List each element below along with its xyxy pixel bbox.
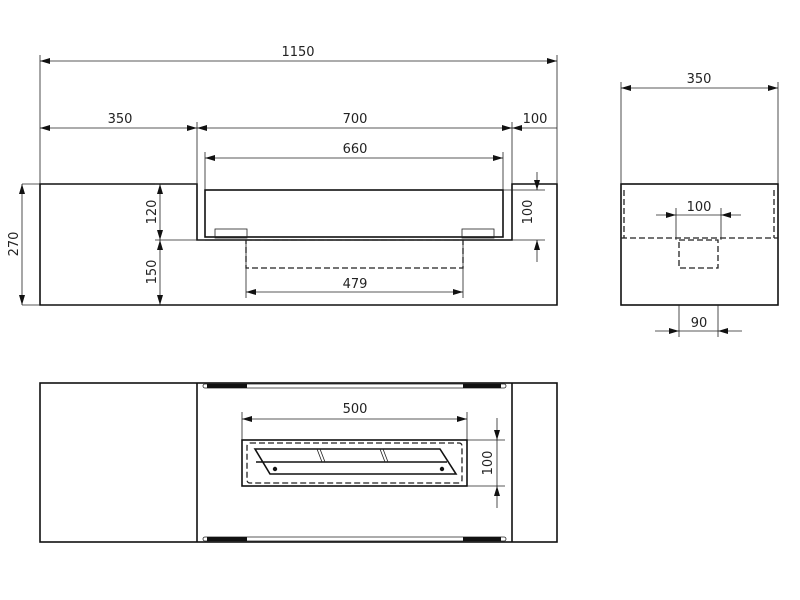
dim-120: 120 — [145, 200, 160, 225]
top-outline — [39, 382, 558, 543]
burner-screw-left — [272, 466, 278, 472]
dim-500: 500 — [343, 402, 368, 417]
top-extension-lines — [241, 412, 505, 487]
burner-hidden — [245, 239, 464, 269]
dim-1150: 1150 — [281, 45, 314, 60]
dim-100-right: 100 — [521, 200, 536, 225]
block-divisions — [196, 383, 513, 542]
rail-bottom — [202, 536, 507, 542]
burner-hidden-top — [246, 442, 463, 484]
dim-90: 90 — [691, 316, 708, 331]
dim-150: 150 — [145, 260, 160, 285]
tray — [204, 189, 504, 238]
rail-top — [202, 383, 507, 389]
dim-100-side: 100 — [687, 200, 712, 215]
front-view: 1150 350 700 100 660 120 150 270 100 479 — [7, 45, 558, 306]
dim-479: 479 — [343, 277, 368, 292]
dim-100-top: 100 — [523, 112, 548, 127]
side-outline — [620, 183, 779, 306]
top-view: 500 100 — [39, 382, 558, 543]
side-extension-lines — [620, 82, 779, 337]
tray-tab-left — [214, 228, 248, 239]
front-outline — [39, 183, 558, 306]
burner-hidden-side — [678, 239, 719, 269]
dim-270: 270 — [7, 232, 22, 257]
dim-100-topview: 100 — [481, 451, 496, 476]
extension-lines — [22, 55, 558, 306]
side-view: 350 100 90 — [620, 72, 779, 337]
burner-opening — [241, 439, 468, 487]
dim-350: 350 — [108, 112, 133, 127]
burner-insert — [253, 448, 458, 475]
dim-660: 660 — [343, 142, 368, 157]
burner-separators — [316, 448, 389, 463]
tray-tab-right — [461, 228, 495, 239]
dim-700: 700 — [343, 112, 368, 127]
dim-350-side: 350 — [687, 72, 712, 87]
burner-screw-right — [439, 466, 445, 472]
tray-hidden — [621, 190, 778, 239]
